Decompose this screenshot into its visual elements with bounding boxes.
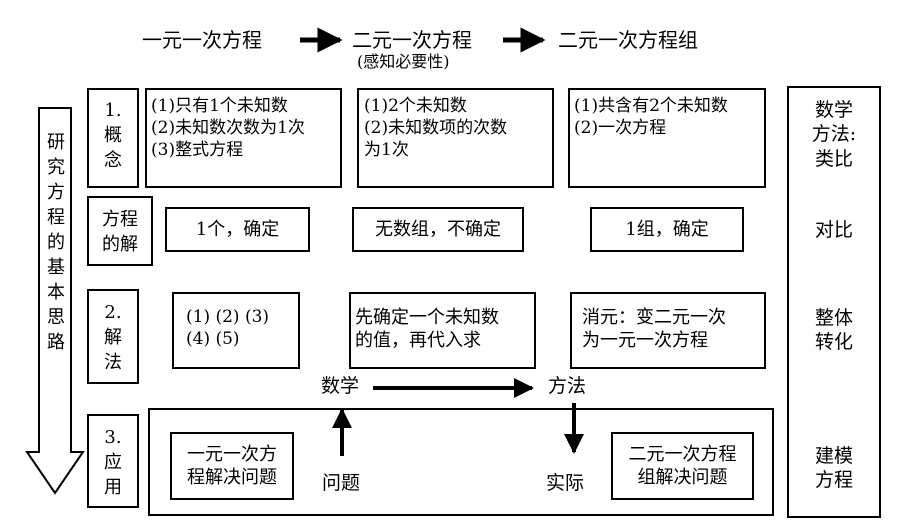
application-reality-label: 实际 bbox=[546, 472, 585, 494]
method-one-var-line-2: (4) (5) bbox=[186, 328, 240, 349]
concept-box-one-var: (1)只有1个未知数 (2)未知数次数为1次 (3)整式方程 bbox=[145, 88, 342, 188]
concept-one-var-line-2: (2)未知数次数为1次 bbox=[151, 117, 305, 138]
solution-one-var-text: 1个，确定 bbox=[195, 219, 280, 240]
method-label-char-1: 解 bbox=[104, 327, 122, 348]
math-methods-column: 数学 方法: 类比 对比 整体 转化 建模 方程 bbox=[787, 86, 881, 518]
concept-label-char-1: 概 bbox=[104, 125, 122, 146]
concept-label-char-2: 念 bbox=[104, 150, 122, 171]
research-approach-text: 研 究 方 程 的 基 本 思 路 bbox=[47, 132, 65, 353]
concept-system-line-2: (2)一次方程 bbox=[574, 117, 667, 138]
application-label-box: 3. 应 用 bbox=[87, 414, 139, 508]
solution-label-line-1: 方程 bbox=[102, 209, 138, 230]
method-two-var-line-1: 先确定一个未知数 bbox=[355, 307, 499, 328]
concept-two-var-line-1: (1)2个未知数 bbox=[364, 96, 467, 116]
method-one-var-line-1: (1) (2) (3) bbox=[186, 307, 270, 327]
method-label-box: 2. 解 法 bbox=[87, 289, 139, 384]
concept-label-box: 1. 概 念 bbox=[87, 88, 139, 188]
method-system-line-1: 消元：变二元一次 bbox=[582, 307, 726, 328]
application-label-char-1: 应 bbox=[104, 452, 122, 473]
concept-box-two-var: (1)2个未知数 (2)未知数项的次数 为1次 bbox=[357, 88, 554, 188]
method-box-two-var: 先确定一个未知数 的值，再代入求 bbox=[349, 292, 536, 369]
application-system-line-1: 二元一次方程 bbox=[628, 444, 737, 465]
concept-system-line-1: (1)共含有2个未知数 bbox=[574, 96, 728, 116]
concept-label-number: 1. bbox=[104, 100, 122, 121]
solution-label-line-2: 的解 bbox=[102, 234, 138, 255]
solution-two-var-text: 无数组，不确定 bbox=[375, 219, 501, 240]
concept-one-var-line-3: (3)整式方程 bbox=[151, 139, 244, 160]
header-stage-1: 一元一次方程 bbox=[142, 28, 262, 52]
method-two-var-line-2: 的值，再代入求 bbox=[355, 330, 481, 352]
method-system-line-2: 为一元一次方程 bbox=[582, 330, 708, 352]
solution-system-text: 1组，确定 bbox=[625, 219, 709, 240]
method-box-system: 消元：变二元一次 为一元一次方程 bbox=[570, 292, 766, 369]
solution-box-two-var: 无数组，不确定 bbox=[352, 207, 524, 252]
application-one-var-line-1: 一元一次方 bbox=[187, 444, 277, 465]
concept-two-var-line-2: (2)未知数项的次数 bbox=[364, 117, 508, 138]
application-label-number: 3. bbox=[104, 427, 122, 448]
concept-two-var-line-3: 为1次 bbox=[364, 139, 409, 160]
application-frame bbox=[148, 408, 774, 516]
math-methods-title-1: 数学 bbox=[814, 99, 853, 121]
math-methods-modeling-1: 建模 bbox=[814, 445, 853, 467]
solution-label-box: 方程 的解 bbox=[87, 196, 153, 266]
header-stage-3: 二元一次方程组 bbox=[558, 28, 698, 52]
application-box-system: 二元一次方程 组解决问题 bbox=[611, 432, 754, 500]
application-system-line-2: 组解决问题 bbox=[637, 467, 728, 489]
application-label-char-2: 用 bbox=[104, 477, 122, 498]
application-method-label: 方法 bbox=[548, 375, 587, 397]
method-label-char-2: 法 bbox=[104, 352, 122, 373]
header-stage-2-note: (感知必要性) bbox=[357, 52, 450, 71]
concept-box-system: (1)共含有2个未知数 (2)一次方程 bbox=[568, 88, 766, 188]
header-stage-2: 二元一次方程 bbox=[352, 28, 472, 52]
solution-box-system: 1组，确定 bbox=[590, 207, 744, 252]
math-methods-holistic-1: 整体 bbox=[814, 307, 853, 329]
application-math-label: 数学 bbox=[321, 375, 360, 397]
application-box-one-var: 一元一次方 程解决问题 bbox=[170, 432, 294, 500]
research-down-arrow bbox=[25, 107, 85, 495]
application-problem-label: 问题 bbox=[322, 472, 361, 494]
application-one-var-line-2: 程解决问题 bbox=[187, 467, 277, 489]
method-label-number: 2. bbox=[104, 302, 122, 323]
math-methods-analogy: 类比 bbox=[814, 147, 853, 170]
math-methods-modeling-2: 方程 bbox=[814, 469, 853, 492]
solution-box-one-var: 1个，确定 bbox=[165, 207, 310, 252]
math-methods-holistic-2: 转化 bbox=[814, 331, 853, 354]
math-methods-title-2: 方法: bbox=[811, 123, 857, 146]
math-methods-contrast: 对比 bbox=[814, 219, 853, 241]
concept-one-var-line-1: (1)只有1个未知数 bbox=[151, 96, 288, 116]
method-box-one-var: (1) (2) (3) (4) (5) bbox=[172, 292, 300, 369]
